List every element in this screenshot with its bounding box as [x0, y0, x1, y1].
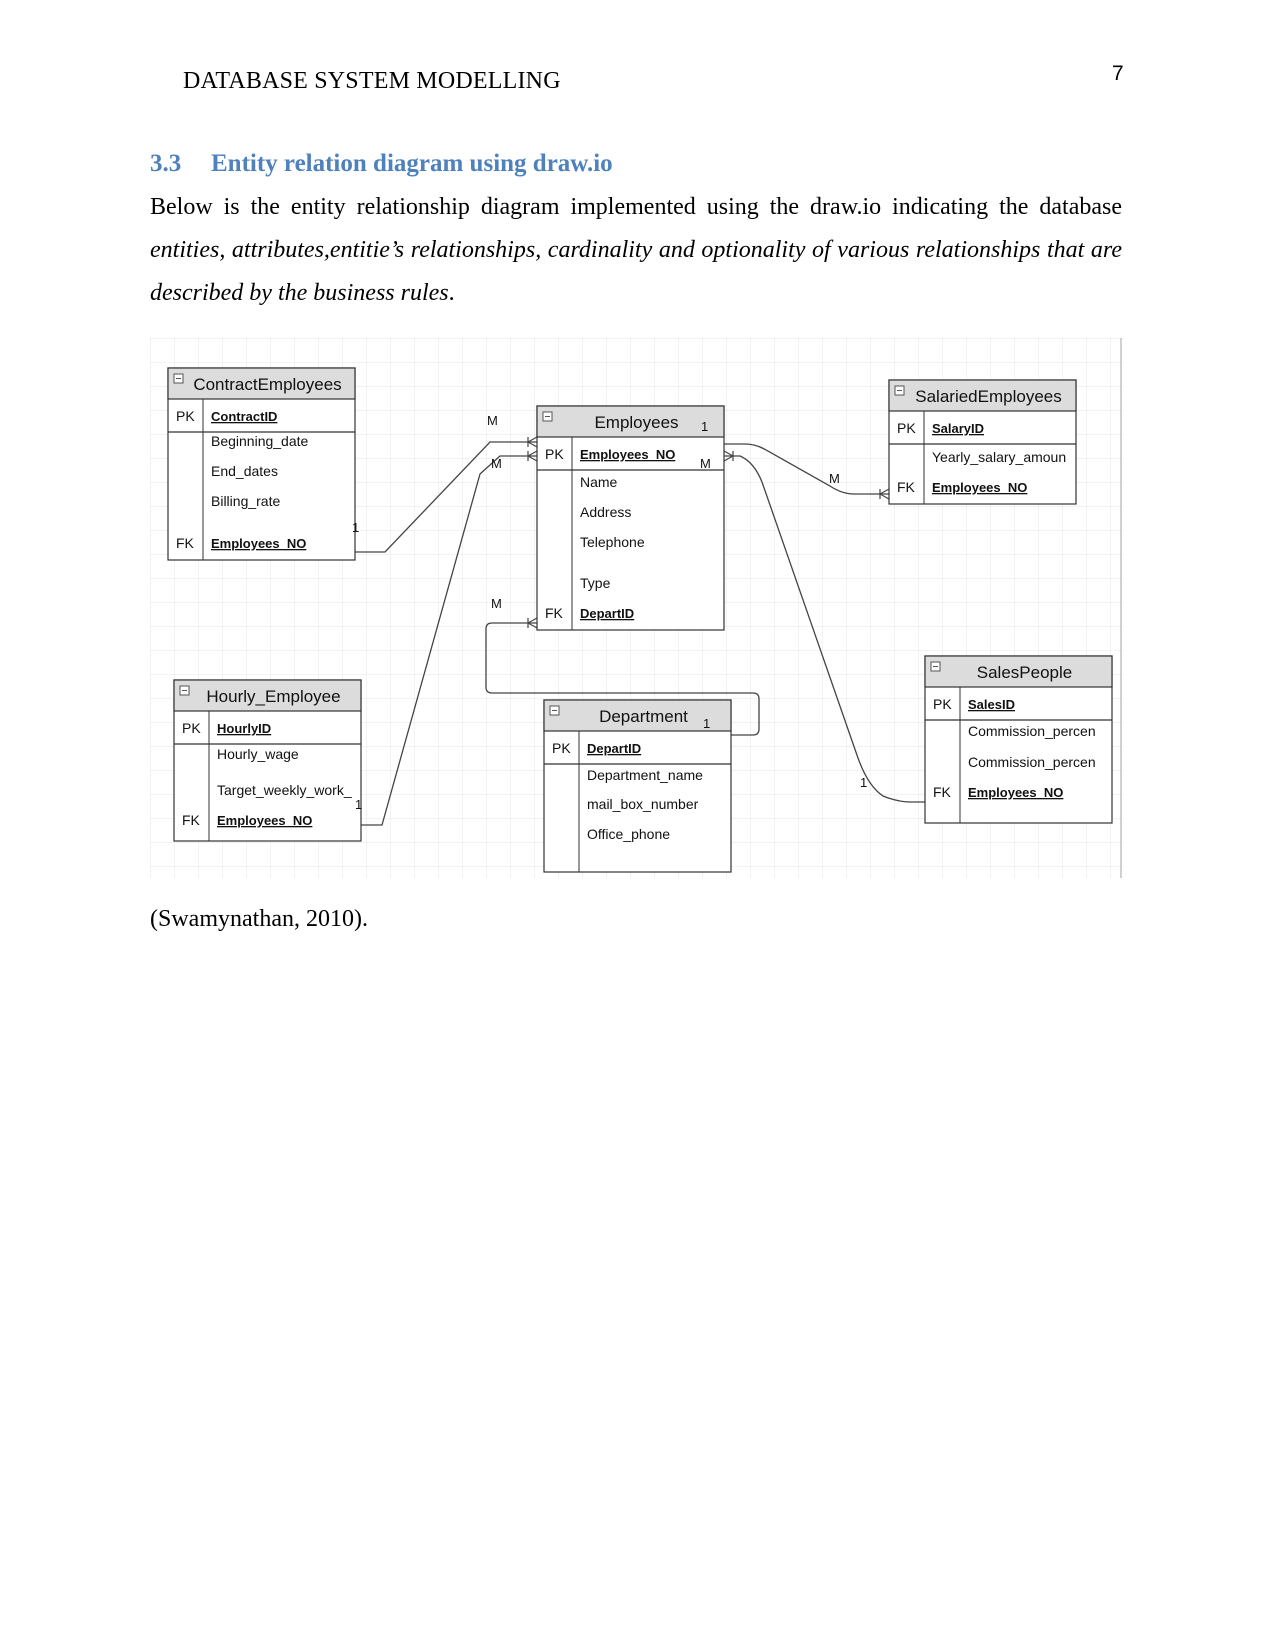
citation: (Swamynathan, 2010). [150, 906, 368, 932]
fk-field: DepartID [580, 606, 634, 621]
pk-tag: PK [897, 420, 916, 436]
fk-tag: FK [176, 535, 195, 551]
paragraph-lead: Below is the entity relationship diagram… [150, 194, 1122, 220]
cardinality-one: 1 [860, 775, 867, 790]
pk-field: HourlyID [217, 721, 271, 736]
section-heading: 3.3 Entity relation diagram using draw.io [150, 150, 613, 178]
pk-field: ContractID [211, 409, 277, 424]
section-number: 3.3 [150, 150, 182, 177]
entity-header [536, 405, 725, 438]
entity-frame [167, 367, 356, 561]
entity-header [888, 379, 1077, 412]
cardinality-one: 1 [352, 520, 359, 535]
pk-tag: PK [182, 720, 201, 736]
attribute-field: mail_box_number [587, 796, 699, 812]
attribute-field: Hourly_wage [217, 746, 299, 762]
attribute-field: Address [580, 504, 631, 520]
attribute-field: End_dates [211, 463, 278, 479]
fk-field: Employees_NO [217, 813, 312, 828]
body-paragraph: Below is the entity relationship diagram… [150, 186, 1122, 315]
entity-header [167, 367, 356, 400]
pk-field: SalaryID [932, 421, 984, 436]
attribute-field: Billing_rate [211, 493, 280, 509]
connectors [355, 436, 925, 826]
entity-name: SalesPeople [977, 663, 1072, 682]
attribute-field: Office_phone [587, 826, 670, 842]
relationship-line-1 [355, 441, 537, 553]
attribute-field: Yearly_salary_amoun [932, 449, 1066, 465]
relationship-line-3 [485, 622, 760, 736]
entity-header [924, 655, 1113, 688]
fk-tag: FK [897, 479, 916, 495]
relationship-line-4 [724, 443, 889, 495]
entity-name: Hourly_Employee [206, 687, 340, 706]
page-number: 7 [1112, 62, 1124, 85]
cardinality-many: M [491, 596, 502, 611]
attribute-field: Commission_percen [968, 723, 1096, 739]
attribute-field: Target_weekly_work_ [217, 782, 352, 798]
cardinality-many: M [487, 413, 498, 428]
cardinality-many: M [700, 456, 711, 471]
attribute-field: Commission_percen [968, 754, 1096, 770]
pk-tag: PK [545, 446, 564, 462]
crows-foot-marker [723, 450, 734, 462]
attribute-field: Telephone [580, 534, 645, 550]
fk-field: Employees_NO [211, 536, 306, 551]
entity-name: ContractEmployees [193, 375, 341, 394]
relationship-line-2 [361, 455, 537, 826]
pk-tag: PK [933, 696, 952, 712]
pk-field: Employees_NO [580, 447, 675, 462]
attribute-field: Department_name [587, 767, 703, 783]
fk-tag: FK [182, 812, 201, 828]
cardinality-one: 1 [355, 797, 362, 812]
crows-foot-marker [879, 488, 890, 500]
entity-header [543, 699, 732, 732]
relationship-line-5 [724, 455, 925, 803]
crows-foot-marker [527, 436, 538, 448]
pk-tag: PK [552, 740, 571, 756]
crows-foot-marker [527, 450, 538, 462]
fk-field: Employees_NO [968, 785, 1063, 800]
entity-header [173, 679, 362, 712]
attribute-field: Beginning_date [211, 433, 309, 449]
entity-frame [536, 405, 725, 631]
crows-foot-marker [527, 617, 538, 629]
entity-name: Department [599, 707, 688, 726]
entity-name: SalariedEmployees [915, 387, 1061, 406]
fk-field: Employees_NO [932, 480, 1027, 495]
cardinality-one: 1 [701, 419, 708, 434]
attribute-field: Name [580, 474, 618, 490]
entity-name: Employees [594, 413, 678, 432]
cardinality-many: M [491, 456, 502, 471]
cardinality-many: M [829, 471, 840, 486]
paragraph-italic: entities, attributes,entitie’s relations… [150, 237, 1122, 306]
cardinality-one: 1 [703, 716, 710, 731]
pk-field: SalesID [968, 697, 1015, 712]
fk-tag: FK [933, 784, 952, 800]
pk-tag: PK [176, 408, 195, 424]
fk-tag: FK [545, 605, 564, 621]
pk-field: DepartID [587, 741, 641, 756]
section-title: Entity relation diagram using draw.io [211, 150, 613, 177]
paragraph-end: . [448, 280, 455, 306]
attribute-field: Type [580, 575, 611, 591]
running-head: DATABASE SYSTEM MODELLING [183, 68, 561, 94]
